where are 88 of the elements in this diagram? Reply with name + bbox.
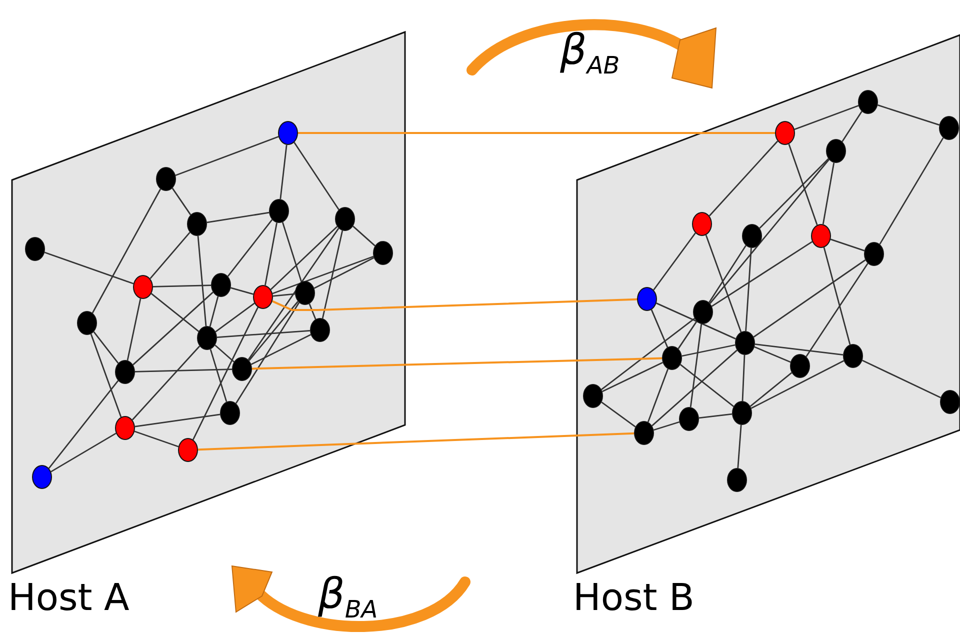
graph-edge (862, 360, 941, 398)
graph-edge (230, 287, 254, 295)
graph-edge (742, 354, 746, 402)
graph-edge (682, 344, 736, 357)
graph-edge (209, 296, 219, 327)
mapping-line (298, 132, 775, 134)
graph-edge (210, 349, 228, 402)
graph-edge (711, 241, 813, 307)
graph-edge (48, 380, 119, 469)
graph-edge (152, 284, 212, 288)
graph-edge (197, 236, 207, 326)
graph-edge (698, 413, 732, 419)
mapping-label: β$_{BA}$ (318, 570, 378, 626)
graph-edge (134, 414, 220, 428)
graph-edge (150, 232, 190, 280)
mapping-line (252, 357, 662, 370)
graph-edge (823, 247, 851, 345)
graph-edge (132, 346, 200, 420)
graph-edge (215, 302, 255, 332)
graph-edge (690, 324, 702, 408)
graph-edge (842, 111, 862, 142)
mapping-label: β$_{AB}$ (560, 26, 620, 82)
graph-edge (754, 344, 844, 356)
graph-edge (50, 432, 116, 472)
graph-edge (216, 330, 310, 338)
host-label: Host A (8, 576, 130, 620)
graph-edge (132, 292, 214, 366)
graph-edge (653, 232, 696, 290)
graph-edge (227, 219, 273, 277)
graph-edge (248, 301, 298, 361)
graph-edge (705, 234, 742, 332)
graph-edge (90, 334, 122, 418)
graph-edge (745, 248, 752, 332)
graph-edge (172, 188, 192, 216)
graph-edge (879, 137, 944, 245)
graph-edge (308, 304, 316, 320)
graph-edge (322, 230, 344, 319)
graph-edge (314, 257, 374, 289)
mapping-line (272, 298, 638, 311)
graph-edge (150, 293, 200, 332)
graph-edge (656, 302, 736, 340)
graph-edge (806, 263, 868, 357)
graph-edge (92, 188, 162, 314)
graph-edge (652, 350, 738, 426)
graph-edge (272, 256, 374, 294)
mapping-line (198, 432, 634, 451)
graph-edge (754, 346, 791, 363)
graph-edge (708, 140, 778, 216)
graph-edge (192, 307, 259, 440)
graph-edge (709, 159, 830, 304)
graph-edge (794, 104, 859, 130)
graph-edge (352, 226, 376, 246)
graph-edge (601, 402, 636, 428)
graph-edge (44, 252, 134, 284)
graph-edge (600, 318, 696, 390)
graph-edge (134, 368, 232, 372)
graph-edge (822, 162, 835, 224)
graph-edge (206, 212, 270, 224)
graph-edge (830, 238, 865, 252)
host-label: Host B (573, 576, 694, 620)
graph-edge (134, 430, 179, 448)
graph-edge (282, 222, 302, 282)
graph-edge (750, 360, 844, 409)
graph-edge (788, 144, 818, 226)
graph-edge (264, 222, 278, 286)
graph-edge (214, 344, 234, 362)
graph-edge (708, 245, 746, 303)
graph-edge (759, 158, 829, 229)
graph-edge (647, 368, 669, 422)
graph-edge (270, 226, 338, 290)
graph-edge (272, 293, 296, 297)
graph-edge (235, 302, 300, 404)
graph-edge (737, 424, 742, 468)
graph-edge (250, 334, 312, 366)
graph-edge (654, 421, 680, 431)
graph-edge (294, 142, 340, 210)
graph-edge (602, 362, 663, 392)
graph-edge (280, 144, 288, 200)
graph-edge (650, 309, 668, 348)
graph-edge (93, 331, 119, 364)
graph-edge (126, 298, 142, 361)
graph-edge (175, 136, 279, 176)
graph-edge (248, 228, 340, 360)
graph-edge (680, 364, 734, 407)
graph-edge (877, 104, 940, 126)
graph-edge (753, 259, 866, 338)
graph-edge (750, 372, 792, 407)
graph-edge (678, 320, 698, 350)
